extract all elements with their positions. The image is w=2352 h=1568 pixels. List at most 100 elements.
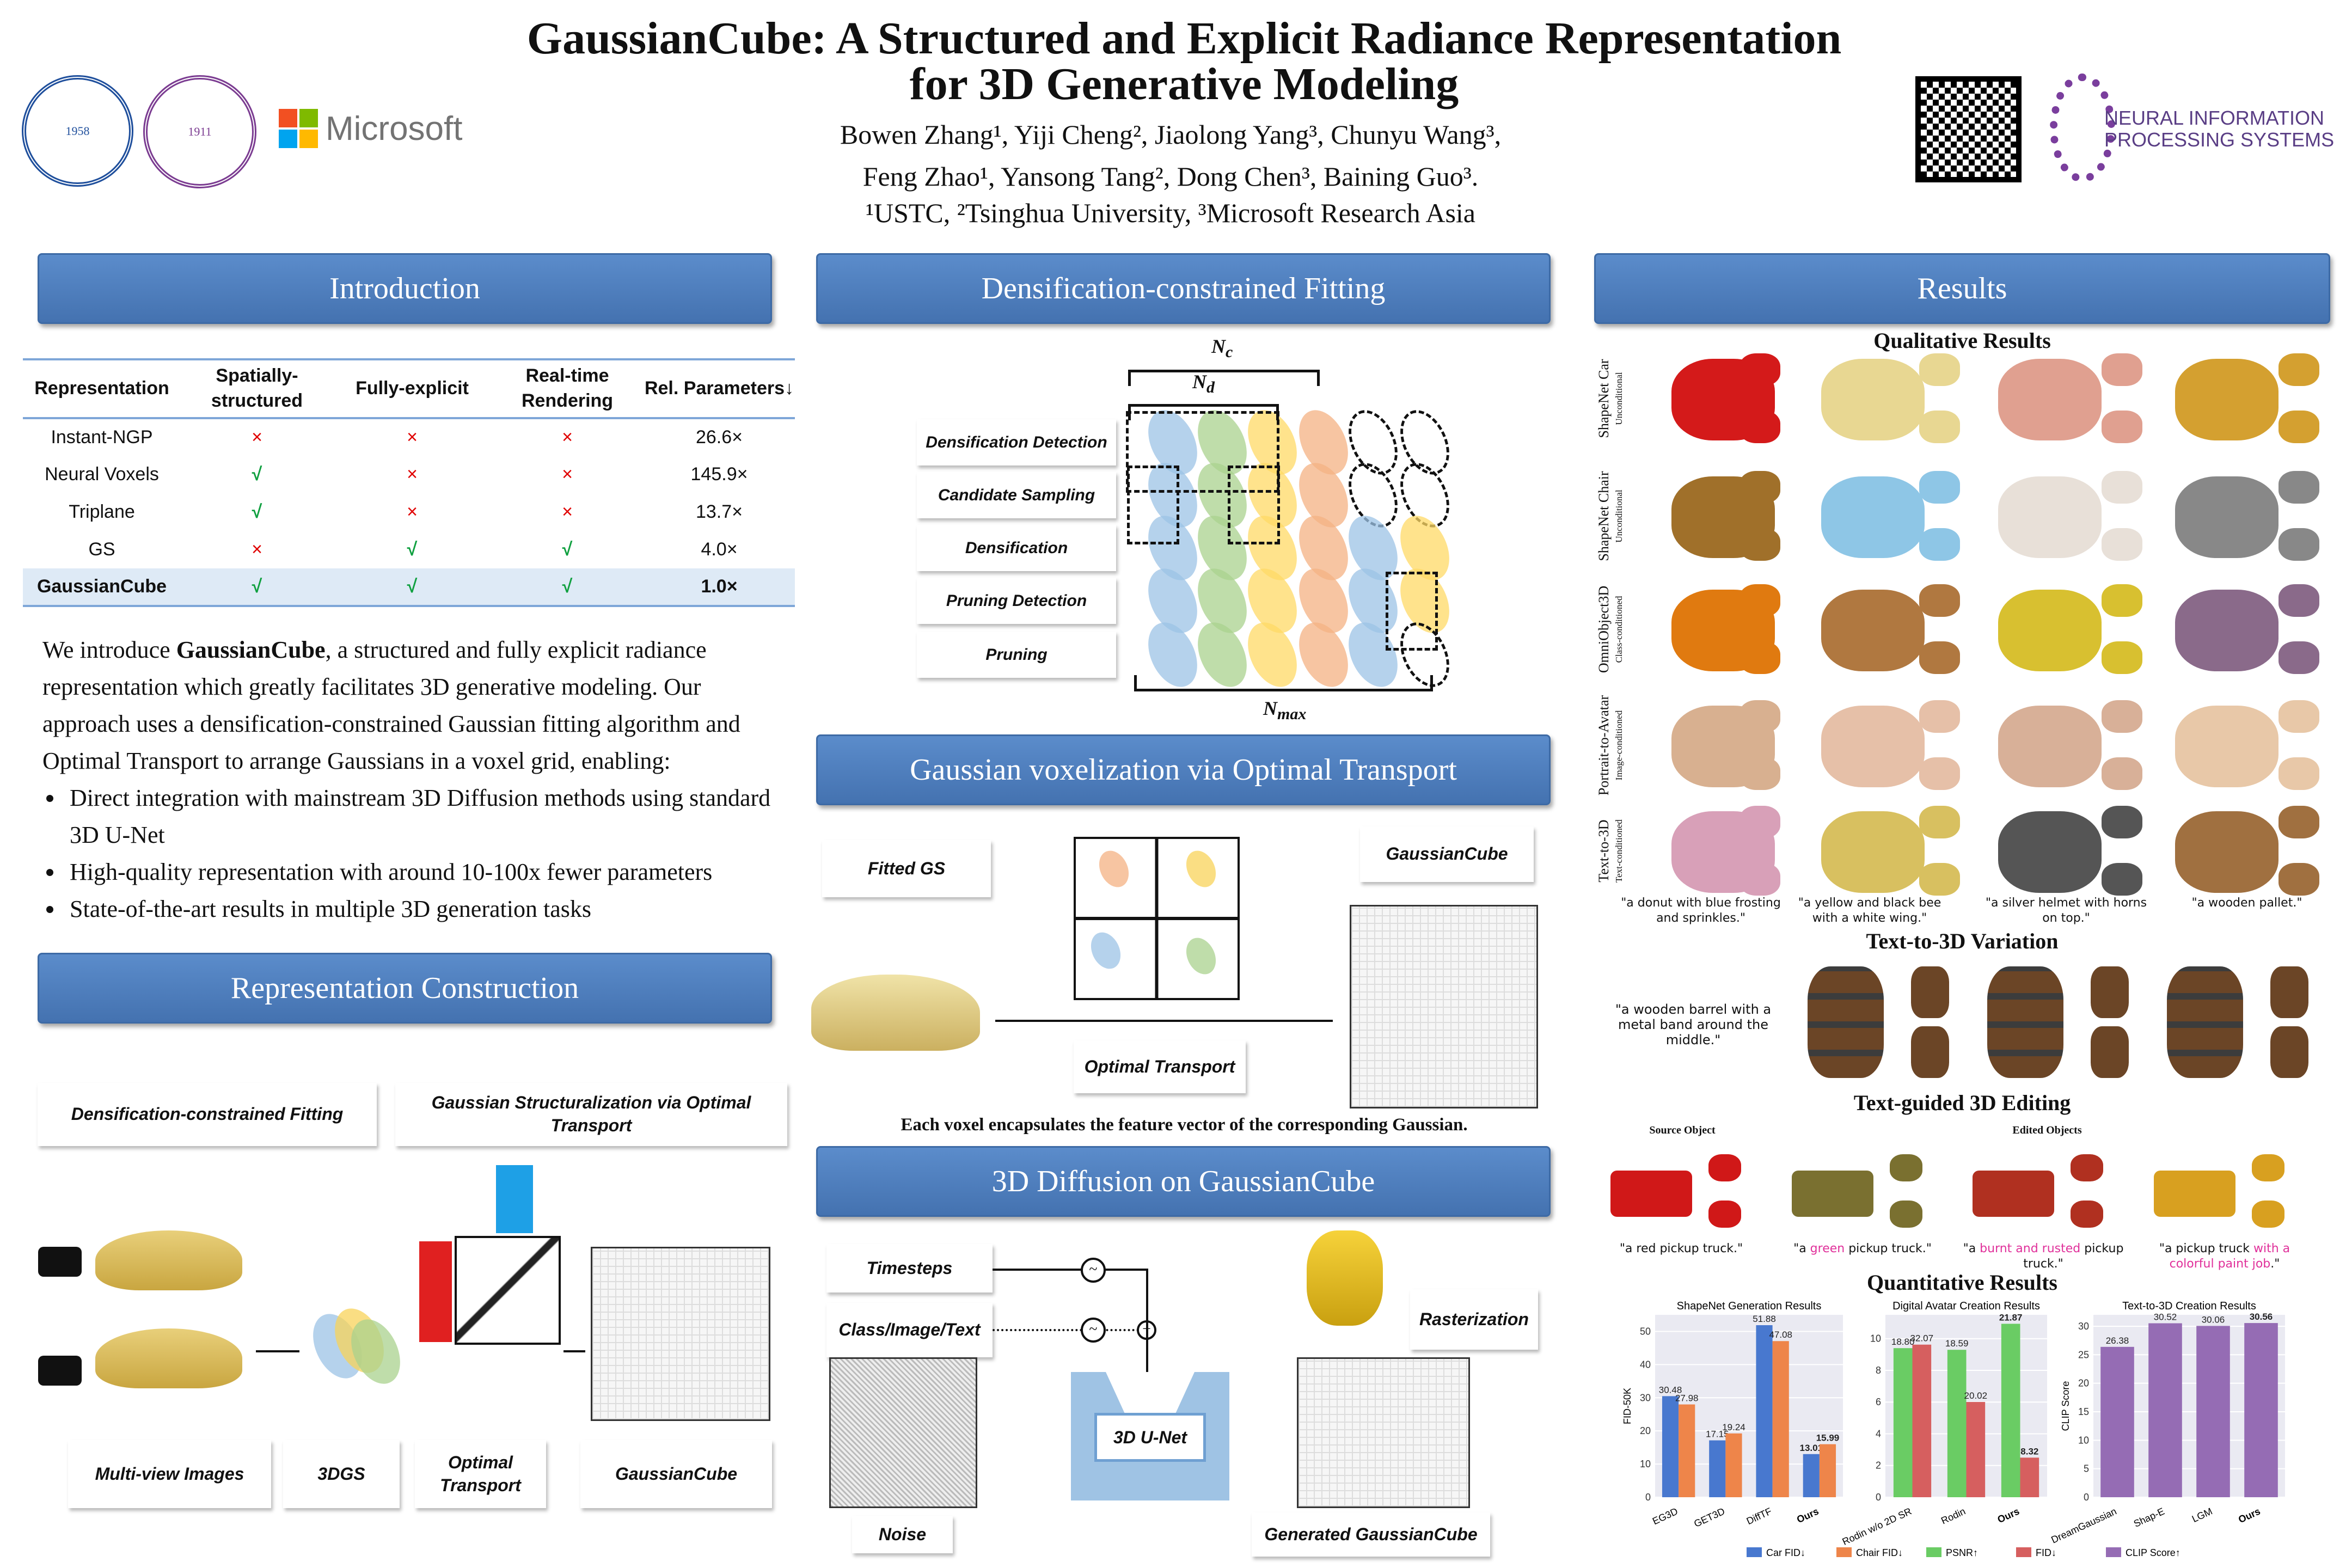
barrel-view — [1911, 966, 1949, 1018]
poster-title-line1: GaussianCube: A Structured and Explicit … — [526, 13, 1842, 64]
generated-object-view — [2278, 528, 2319, 561]
bar — [2244, 1323, 2278, 1497]
nc-bracket — [1128, 370, 1320, 386]
noise-cube-image — [829, 1357, 977, 1508]
label-gaussiancube: GaussianCube — [580, 1440, 772, 1508]
generated-object-view — [2102, 528, 2142, 561]
fitted-car-image — [811, 975, 980, 1051]
table-row: GaussianCube√√√1.0× — [23, 568, 795, 607]
quantitative-charts: ShapeNet Generation Results01020304050FI… — [1622, 1300, 2285, 1558]
x-tick-label: GET3D — [1692, 1505, 1726, 1529]
bar — [1772, 1341, 1789, 1497]
generated-object-view — [2102, 353, 2142, 386]
bar — [2100, 1346, 2134, 1497]
bar — [2148, 1323, 2182, 1497]
nmax-bracket — [1134, 675, 1433, 691]
y-tick-label: 30 — [1640, 1392, 1651, 1403]
y-tick-label: 0 — [1876, 1492, 1881, 1503]
y-tick-label: 20 — [2078, 1378, 2089, 1389]
affiliations: ¹USTC, ²Tsinghua University, ³Microsoft … — [865, 198, 1476, 228]
generated-object-image — [2175, 811, 2278, 893]
generated-object-image — [2175, 590, 2278, 671]
introduction-heading: Introduction — [38, 253, 772, 324]
row-label: Instant-NGP — [51, 427, 153, 448]
label-optimal-transport: Optimal Transport — [415, 1440, 546, 1508]
y-tick-label: 4 — [1876, 1428, 1881, 1439]
text-prompt: "a yellow and black bee with a white win… — [1798, 896, 1941, 925]
tsinghua-logo-year: 1911 — [188, 125, 212, 138]
generated-object-view — [1739, 641, 1780, 674]
edit-prompt: "a pickup truck with a colorful paint jo… — [2159, 1242, 2290, 1271]
stage-ot-label: Gaussian Structuralization via Optimal T… — [395, 1083, 787, 1146]
generated-object-view — [1739, 411, 1780, 443]
generated-object-image — [2175, 706, 2278, 787]
data-label: 30.48 — [1659, 1385, 1682, 1395]
bullet-item: Direct integration with mainstream 3D Di… — [64, 780, 772, 854]
nd-symbol: Nd — [1192, 371, 1215, 397]
text-prompt: "a silver helmet with horns on top." — [1985, 896, 2147, 925]
y-tick-label: 10 — [1870, 1333, 1881, 1344]
chart-title: Digital Avatar Creation Results — [1892, 1300, 2040, 1312]
param-value: 145.9× — [690, 464, 748, 485]
source-object-label: Source Object — [1649, 1124, 1716, 1136]
legend-swatch — [1926, 1547, 1941, 1557]
x-tick-label: Ours — [2237, 1505, 2262, 1525]
camera-icon — [38, 1247, 82, 1277]
barrel-view — [2270, 1026, 2308, 1078]
cross-mark: × — [562, 501, 573, 522]
y-tick-label: 40 — [1640, 1359, 1651, 1370]
bar — [1756, 1325, 1773, 1497]
rendered-car-image — [1307, 1230, 1383, 1326]
bullet-item: High-quality representation with around … — [64, 854, 772, 891]
bar — [1912, 1344, 1932, 1497]
generated-object-view — [1739, 353, 1780, 386]
poster-title-line2: for 3D Generative Modeling — [909, 59, 1459, 109]
row-label: GaussianCube — [23, 568, 181, 607]
qr-code[interactable] — [1915, 76, 2022, 182]
table-row: Triplane√××13.7× — [23, 493, 795, 531]
bar — [2020, 1457, 2039, 1497]
gaussiancube-voxel-image — [1350, 905, 1538, 1108]
generated-object-view — [2278, 584, 2319, 617]
x-tick-label: Rodin — [1939, 1505, 1967, 1526]
generated-object-view — [2102, 584, 2142, 617]
param-value: 26.6× — [695, 427, 743, 448]
y-tick-label: 10 — [1640, 1459, 1651, 1469]
fitted-gs-label: Fitted GS — [822, 840, 991, 897]
generated-object-view — [2102, 471, 2142, 504]
x-tick-label: DiffTF — [1745, 1505, 1774, 1527]
legend-swatch — [2106, 1547, 2121, 1557]
generated-object-image — [1821, 706, 1925, 787]
arrow — [995, 1020, 1333, 1022]
cross-mark: × — [407, 501, 418, 522]
bar — [1679, 1404, 1695, 1497]
data-label: 15.99 — [1816, 1433, 1840, 1443]
col-header: Spatially-structured — [181, 358, 333, 419]
data-label: 20.02 — [1964, 1391, 1988, 1401]
check-mark: √ — [252, 464, 262, 485]
y-tick-label: 50 — [1640, 1326, 1651, 1337]
cross-mark: × — [562, 464, 573, 485]
truck-view — [1708, 1200, 1741, 1228]
generated-object-view — [1919, 806, 1960, 838]
legend-label: FID↓ — [2036, 1547, 2056, 1558]
arrow — [564, 1350, 585, 1352]
data-label: 32.07 — [1910, 1333, 1934, 1344]
y-tick-label: 0 — [1645, 1492, 1651, 1503]
y-axis-label: FID-50K — [1622, 1388, 1633, 1424]
col-header: Fully-explicit — [333, 358, 491, 419]
bar — [1725, 1433, 1742, 1497]
y-tick-label: 20 — [1640, 1425, 1651, 1436]
authors-line2: Feng Zhao¹, Yansong Tang², Dong Chen³, B… — [862, 161, 1479, 192]
check-mark: √ — [562, 539, 573, 560]
check-mark: √ — [407, 539, 418, 560]
x-tick-label: LGM — [2190, 1505, 2214, 1524]
generated-object-view — [1919, 584, 1960, 617]
edited-objects-label: Edited Objects — [2012, 1124, 2082, 1136]
generated-object-view — [2278, 863, 2319, 896]
ustc-logo: 1958 — [22, 75, 133, 187]
cross-mark: × — [252, 539, 262, 560]
variation-prompt: "a wooden barrel with a metal band aroun… — [1615, 1002, 1772, 1048]
